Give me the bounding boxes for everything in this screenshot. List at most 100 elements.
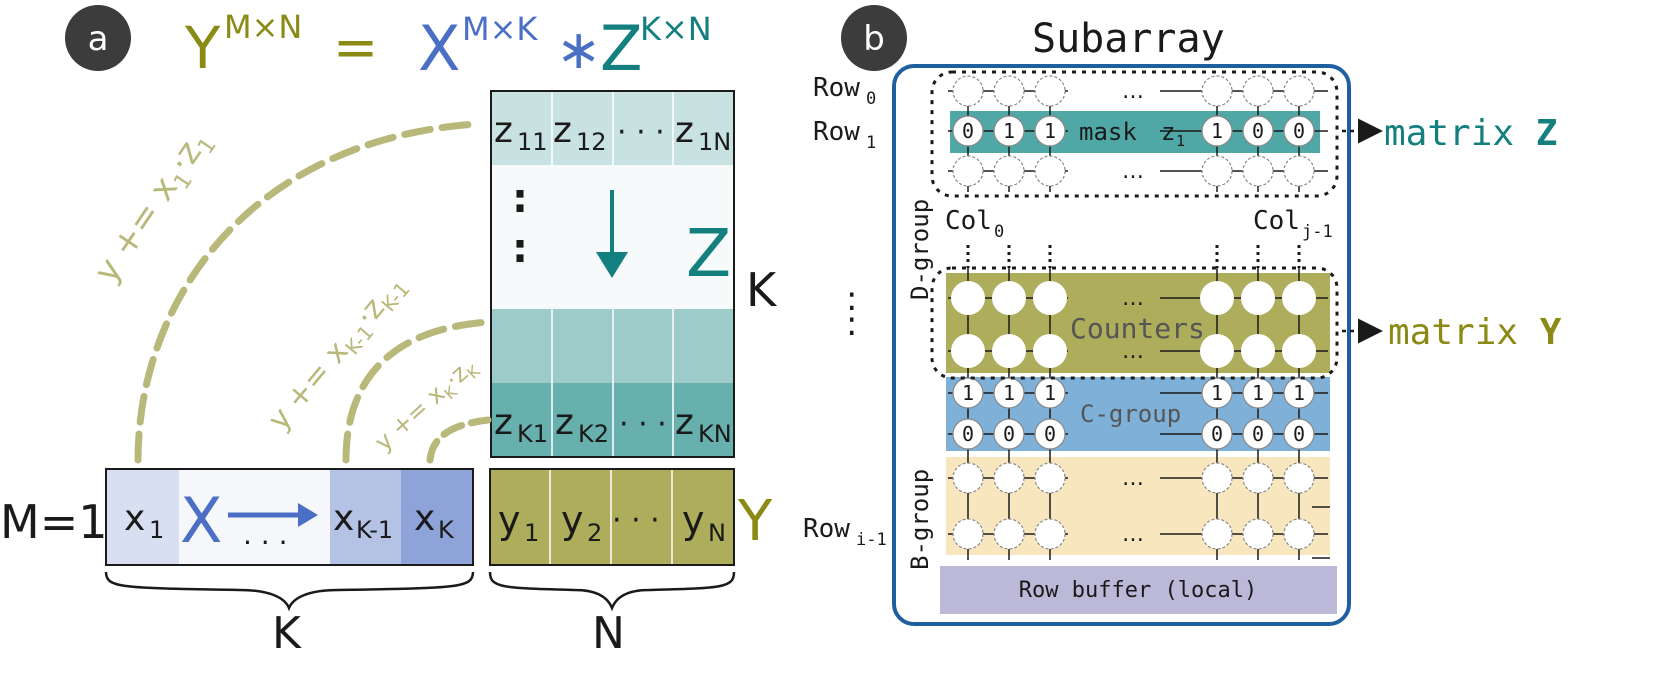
cell-bit-r1-c5: 0	[1293, 119, 1305, 143]
cell-bit-r5-c4: 1	[1252, 381, 1264, 405]
cell-r3-c5	[1282, 281, 1316, 315]
cell-bit-r6-c3: 0	[1211, 422, 1223, 446]
cell-r8-c5	[1283, 518, 1315, 550]
cell-r3-c1	[992, 281, 1026, 315]
cell-r7-c5	[1283, 462, 1315, 494]
arc-rowk1	[342, 318, 492, 464]
cell-r1-c5	[1283, 115, 1315, 147]
row-ellipsis-4: …	[1122, 339, 1144, 364]
equation-y-sup: M×N	[224, 8, 302, 46]
rowi-sub: i-1	[856, 530, 887, 550]
equation-x: X	[418, 12, 460, 85]
cell-r2-c3	[1201, 155, 1233, 187]
cell-r0-c2	[1034, 75, 1066, 107]
row0-sub: 0	[866, 89, 876, 109]
equation-eq: =	[333, 16, 378, 79]
equation-y: Y	[184, 14, 221, 82]
col0-label: Col	[945, 206, 992, 236]
equation: Y M×N = X M×K ∗ Z K×N	[184, 8, 712, 85]
cell-r1-c4	[1242, 115, 1274, 147]
cell-bit-r1-c0: 0	[962, 119, 974, 143]
z-matrix-label: Z	[686, 215, 731, 292]
cell-r6-c2	[1034, 418, 1066, 450]
cell-bit-r1-c2: 1	[1044, 119, 1056, 143]
cell-r2-c4	[1242, 155, 1274, 187]
cell-bit-r5-c2: 1	[1044, 381, 1056, 405]
row1-label: Row	[813, 117, 860, 147]
y2-letter: y	[561, 498, 584, 542]
cell-r5-c3	[1201, 377, 1233, 409]
cell-r0-c5	[1283, 75, 1315, 107]
bgroup-label-wrap: B-group	[906, 469, 934, 570]
cell-bit-r5-c1: 1	[1003, 381, 1015, 405]
cell-r5-c4	[1242, 377, 1274, 409]
cell-r3-c2	[1033, 281, 1067, 315]
cell-bit-r5-c5: 1	[1293, 381, 1305, 405]
row0-label: Row	[813, 73, 860, 103]
equation-mul: ∗	[556, 18, 601, 81]
formula1-op: += x	[98, 169, 186, 273]
row-vdots-1: :	[846, 279, 857, 319]
zk1-letter: z	[494, 402, 513, 443]
zkn-letter: z	[675, 402, 694, 443]
z-k-label: K	[746, 263, 778, 317]
dgroup-label-wrap: D-group	[906, 199, 934, 300]
cell-bit-r6-c4: 0	[1252, 422, 1264, 446]
cell-bit-r5-c0: 1	[962, 381, 974, 405]
xk-sub: K	[438, 516, 455, 544]
arc-rowk	[426, 416, 492, 464]
cell-r0-c4	[1242, 75, 1274, 107]
z1n-sub: 1N	[698, 128, 731, 156]
y-dots: · · ·	[612, 503, 660, 538]
matrix-z-label: matrix Z	[1384, 113, 1557, 154]
row-vdots-2: :	[846, 304, 857, 344]
x-vector: M=1 x 1 X . . . x K-1 x K K	[0, 468, 475, 659]
cell-r7-c3	[1201, 462, 1233, 494]
cell-r2-c5	[1283, 155, 1315, 187]
cell-r3-c3	[1200, 281, 1234, 315]
cell-r5-c1	[993, 377, 1025, 409]
mask-label: mask	[1079, 118, 1137, 146]
cell-r3-c0	[951, 281, 985, 315]
cell-r6-c1	[993, 418, 1025, 450]
cell-r1-c3	[1201, 115, 1233, 147]
cell-r1-c0	[952, 115, 984, 147]
cell-r4-c3	[1200, 334, 1234, 368]
cell-bit-r6-c1: 0	[1003, 422, 1015, 446]
cell-bit-r1-c4: 0	[1252, 119, 1264, 143]
z-matrix: z 11 z 12 · · · z 1N : : Z z K1 z K2 · ·…	[490, 90, 778, 458]
cell-bit-r6-c2: 0	[1044, 422, 1056, 446]
cell-r0-c0	[952, 75, 984, 107]
cell-r6-c3	[1201, 418, 1233, 450]
y1-sub: 1	[524, 519, 539, 547]
mask-z: z	[1161, 118, 1175, 146]
cell-r6-c0	[952, 418, 984, 450]
xk1-letter: x	[333, 498, 354, 539]
colj-sub: j-1	[1302, 222, 1333, 242]
zk2-letter: z	[555, 402, 574, 443]
cell-r8-c0	[952, 518, 984, 550]
x-brace-label: K	[272, 608, 302, 659]
cell-r2-c2	[1034, 155, 1066, 187]
dgroup-label: D-group	[906, 199, 934, 300]
z-vdots-2: :	[512, 226, 528, 272]
colj-label: Col	[1253, 206, 1300, 236]
x-vector-label: X	[180, 484, 222, 557]
svg-text:y += xK·zK: y += xK·zK	[369, 352, 484, 460]
matrix-y-label: matrix Y	[1388, 312, 1562, 353]
cell-r4-c5	[1282, 334, 1316, 368]
cell-r0-c1	[993, 75, 1025, 107]
x-brace	[104, 571, 475, 612]
z11-letter: z	[494, 110, 513, 151]
dgroup-outline-counters	[930, 266, 1339, 380]
y2-sub: 2	[587, 519, 602, 547]
z-row1-dots: · · ·	[617, 115, 665, 150]
y-vector: y 1 y 2 · · · y N Y N	[488, 468, 773, 659]
cell-r5-c2	[1034, 377, 1066, 409]
panel-a: a Y M×N = X M×K ∗ Z K×N z 11	[0, 5, 778, 659]
yn-sub: N	[708, 519, 726, 547]
row-ellipsis-2: …	[1122, 159, 1144, 184]
xk-letter: x	[414, 498, 435, 539]
